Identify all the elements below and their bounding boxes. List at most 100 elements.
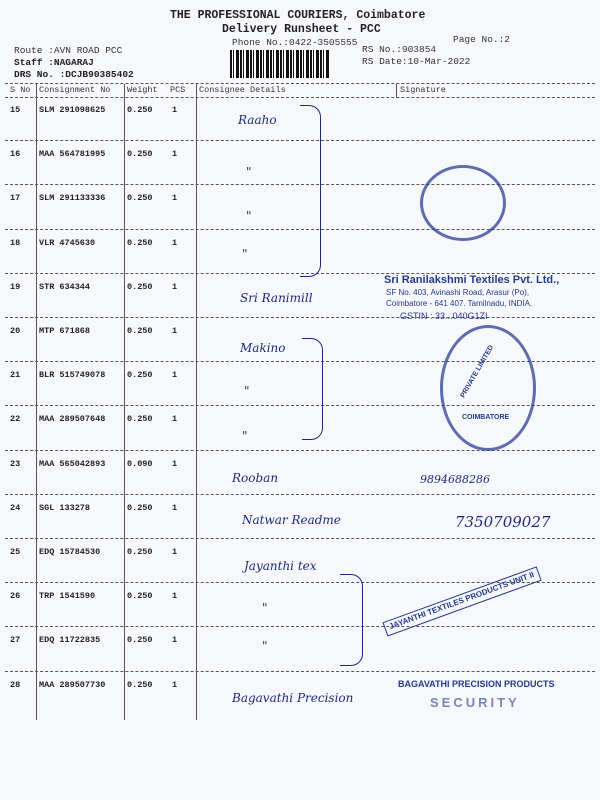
- row-wt: 0.250: [127, 326, 153, 336]
- row-pcs: 1: [172, 414, 178, 425]
- row-wt: 0.250: [127, 679, 153, 690]
- row-cn: EDQ 11722835: [39, 635, 101, 646]
- handwritten-consignee: Natwar Readme: [242, 513, 341, 527]
- row-wt: 0.250: [127, 281, 153, 292]
- phone-number: Phone No.:0422-3505555: [232, 37, 358, 48]
- row-pcs: 1: [172, 326, 178, 336]
- row-wt: 0.250: [127, 149, 153, 160]
- company-name: THE PROFESSIONAL COURIERS, Coimbatore: [170, 9, 426, 22]
- handwritten-consignee: Makino: [240, 341, 286, 355]
- col-consignment: Consignment No: [39, 85, 111, 95]
- row-divider: [5, 493, 595, 495]
- row-sno: 24: [10, 502, 21, 513]
- row-cn: SLM 291098625: [39, 105, 106, 115]
- row-cn: SLM 291133336: [39, 193, 106, 204]
- row-sno: 17: [10, 193, 21, 204]
- divider: [5, 97, 595, 98]
- col-sno: S No: [10, 85, 31, 95]
- row-sno: 23: [10, 458, 21, 469]
- row-divider: [5, 582, 595, 584]
- row-sno: 19: [10, 281, 21, 292]
- stamp-security: SECURITY: [430, 695, 520, 710]
- rs-date: RS Date:10-Mar-2022: [362, 56, 471, 67]
- row-cn: TRP 1541590: [39, 591, 96, 602]
- row-wt: 0.250: [127, 237, 153, 248]
- stamp-ranilakshmi-address: Coimbatore - 641 407. Tamilnadu, INDIA.: [386, 299, 533, 308]
- row-sno: 18: [10, 237, 21, 248]
- handwritten-consignee: Sri Ranimill: [240, 291, 313, 305]
- row-pcs: 1: [172, 370, 178, 381]
- handwritten-bracket: [340, 574, 363, 666]
- row-pcs: 1: [172, 237, 178, 248]
- row-pcs: 1: [172, 591, 178, 602]
- row-divider: [5, 405, 595, 407]
- row-pcs: 1: [172, 502, 178, 513]
- row-wt: 0.250: [127, 635, 153, 646]
- row-cn: MAA 565042893: [39, 458, 106, 469]
- row-sno: 15: [10, 105, 21, 115]
- row-sno: 26: [10, 591, 21, 602]
- row-wt: 0.250: [127, 370, 153, 381]
- row-cn: SGL 133278: [39, 502, 91, 513]
- column-line: [196, 84, 197, 720]
- ditto-mark: ": [262, 601, 268, 615]
- row-sno: 27: [10, 635, 21, 646]
- row-wt: 0.250: [127, 105, 153, 115]
- row-pcs: 1: [172, 105, 178, 115]
- col-weight: Weight: [127, 85, 158, 95]
- col-pcs: PCS: [170, 85, 186, 95]
- row-pcs: 1: [172, 149, 178, 160]
- route: Route :AVN ROAD PCC: [14, 45, 123, 56]
- row-wt: 0.250: [127, 547, 153, 557]
- row-pcs: 1: [172, 679, 178, 690]
- column-line: [396, 84, 397, 98]
- handwritten-consignee: Jayanthi tex: [244, 559, 317, 573]
- ditto-mark: ": [246, 165, 252, 179]
- row-sno: 22: [10, 414, 21, 425]
- row-divider: [5, 228, 595, 230]
- stamp-ranilakshmi-address: SF No. 403, Avinashi Road, Arasur (Po),: [386, 288, 530, 297]
- row-divider: [5, 670, 595, 672]
- row-divider: [5, 184, 595, 186]
- ditto-mark: ": [246, 209, 252, 223]
- row-divider: [5, 140, 595, 142]
- row-pcs: 1: [172, 281, 178, 292]
- row-cn: MAA 289507730: [39, 679, 106, 690]
- row-divider: [5, 538, 595, 539]
- column-line: [36, 84, 37, 720]
- row-pcs: 1: [172, 458, 178, 469]
- row-divider: [5, 449, 595, 451]
- drs-number: DRS No. :DCJB90385402: [14, 69, 134, 80]
- row-pcs: 1: [172, 193, 178, 204]
- ditto-mark: ": [242, 247, 248, 261]
- row-divider: [5, 361, 595, 363]
- row-pcs: 1: [172, 635, 178, 646]
- rs-number: RS No.:903854: [362, 44, 437, 55]
- column-line: [124, 84, 125, 720]
- row-cn: STR 634344: [39, 281, 91, 292]
- row-sno: 21: [10, 370, 21, 381]
- divider: [5, 83, 595, 84]
- stamp-ranilakshmi-name: Sri Ranilakshmi Textiles Pvt. Ltd.,: [384, 274, 560, 286]
- stamp-gstin: GSTIN : 33...040G1ZI: [400, 311, 488, 321]
- row-cn: MAA 289507648: [39, 414, 106, 425]
- row-sno: 16: [10, 149, 21, 160]
- row-wt: 0.250: [127, 502, 153, 513]
- row-wt: 0.250: [127, 414, 153, 425]
- handwritten-phone: 9894688286: [420, 473, 490, 486]
- handwritten-consignee: Rooban: [232, 471, 279, 485]
- row-wt: 0.250: [127, 591, 153, 602]
- ditto-mark: ": [244, 384, 250, 398]
- ditto-mark: ": [242, 429, 248, 443]
- page-number: Page No.:2: [453, 34, 511, 45]
- row-sno: 25: [10, 547, 21, 557]
- row-cn: MTP 671868: [39, 326, 91, 336]
- document-title: Delivery Runsheet - PCC: [222, 23, 381, 36]
- stamp-bagavathi: BAGAVATHI PRECISION PRODUCTS: [398, 679, 555, 689]
- row-wt: 0.250: [127, 193, 153, 204]
- company-seal: [440, 325, 536, 451]
- handwritten-bracket: [300, 105, 321, 277]
- row-cn: VLR 4745630: [39, 237, 96, 248]
- col-consignee: Consignee Details: [199, 85, 286, 95]
